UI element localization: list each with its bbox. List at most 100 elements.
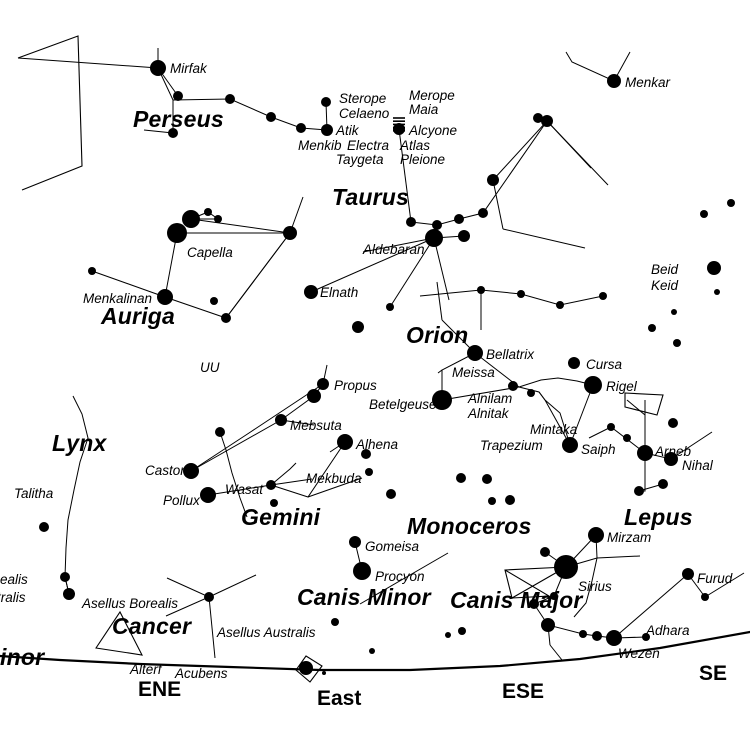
star-label-coronae-borealis-clip: ealis <box>0 572 28 587</box>
field-star <box>296 123 306 133</box>
field-star <box>173 91 183 101</box>
field-star <box>541 115 553 127</box>
star-label-capella: Capella <box>187 245 233 260</box>
star-label-betelgeuse: Betelgeuse <box>369 397 437 412</box>
field-star <box>579 630 587 638</box>
field-star <box>488 497 496 505</box>
star-label-rigel: Rigel <box>606 379 637 394</box>
star-label-gomeisa: Gomeisa <box>365 539 420 554</box>
field-star <box>508 381 518 391</box>
field-star <box>270 499 278 507</box>
field-star <box>701 593 709 601</box>
field-star <box>352 321 364 333</box>
star-label-alcyone: Alcyone <box>409 123 458 138</box>
star-propus <box>317 378 329 390</box>
field-star <box>168 128 178 138</box>
star-aldebaran <box>425 229 443 247</box>
star-label-asellus-borealis: Asellus Borealis <box>82 596 179 611</box>
star-label-talitha: Talitha <box>14 486 54 501</box>
field-star <box>307 389 321 403</box>
field-star <box>540 547 550 557</box>
field-star <box>642 633 650 641</box>
star-label-alhena: Alhena <box>356 437 399 452</box>
field-star <box>386 489 396 499</box>
star-label-alnilam: Alnilam <box>468 391 513 406</box>
field-star <box>714 289 720 295</box>
field-star <box>39 522 49 532</box>
star-label-wasat: Wasat <box>225 482 264 497</box>
star-label-asellus-australis: Asellus Australis <box>217 625 316 640</box>
constellation-label-cancer: Cancer <box>112 613 192 639</box>
star-rigel <box>584 376 602 394</box>
star-label-coronae-australis-clip: tralis <box>0 590 26 605</box>
star-castor <box>183 463 199 479</box>
star-alhena <box>337 434 353 450</box>
star-label-maia: Maia <box>409 102 439 117</box>
field-star <box>482 474 492 484</box>
star-label-electra: Electra <box>347 138 390 153</box>
star-label-alterf: Alterf <box>130 662 162 677</box>
star-mebsuta <box>275 414 287 426</box>
compass-label-ene: ENE <box>138 678 182 701</box>
star-label-nihal: Nihal <box>682 458 713 473</box>
star-cursa <box>568 357 580 369</box>
field-star <box>432 220 442 230</box>
star-atik <box>321 124 333 136</box>
field-star <box>456 473 466 483</box>
constellation-label-auriga: Auriga <box>101 303 176 329</box>
star-label-elnath: Elnath <box>320 285 359 300</box>
field-star <box>673 339 681 347</box>
field-star <box>225 94 235 104</box>
star-mirzam <box>588 527 604 543</box>
field-star <box>458 627 466 635</box>
field-star <box>299 661 313 675</box>
star-label-procyon: Procyon <box>375 569 425 584</box>
star-label-mintaka: Mintaka <box>530 422 578 437</box>
field-star <box>321 97 331 107</box>
field-star <box>607 423 615 431</box>
star-label-menkalinan: Menkalinan <box>83 291 153 306</box>
star-label-mekbuda: Mekbuda <box>306 471 362 486</box>
horizon-line <box>0 630 750 672</box>
field-star <box>533 113 543 123</box>
field-star <box>215 427 225 437</box>
field-star <box>634 486 644 496</box>
deep-sky-pleiades-cluster <box>393 117 405 132</box>
field-star <box>204 592 214 602</box>
star-label-cursa: Cursa <box>586 357 623 372</box>
field-star <box>221 313 231 323</box>
star-gomeisa <box>349 536 361 548</box>
compass-label-ese: ESE <box>502 680 545 703</box>
deep-sky-objects <box>393 117 405 132</box>
star-wezen <box>606 630 622 646</box>
star-beid <box>707 261 721 275</box>
star-elnath <box>304 285 318 299</box>
field-star <box>361 449 371 459</box>
field-star <box>487 174 499 186</box>
constellation-label-canis-major: Canis Major <box>450 587 583 613</box>
star-wasat <box>266 480 276 490</box>
field-star <box>266 112 276 122</box>
star-label-meissa: Meissa <box>452 365 495 380</box>
star-label-sterope: Sterope <box>339 91 387 106</box>
star-label-atlas: Atlas <box>400 138 431 153</box>
star-label-propus: Propus <box>334 378 377 393</box>
field-star <box>322 671 326 675</box>
constellation-label-leo-minor-clipped: inor <box>0 644 45 670</box>
constellation-label-lepus: Lepus <box>624 504 693 530</box>
star-label-bellatrix: Bellatrix <box>486 347 535 362</box>
field-star <box>182 210 200 228</box>
star-procyon <box>353 562 371 580</box>
field-star <box>505 495 515 505</box>
field-star <box>369 648 375 654</box>
field-star <box>517 290 525 298</box>
star-label-keid: Keid <box>651 278 679 293</box>
field-star <box>478 208 488 218</box>
field-star <box>623 434 631 442</box>
star-mirfak <box>150 60 166 76</box>
field-star <box>658 479 668 489</box>
star-label-mirzam: Mirzam <box>607 530 652 545</box>
field-stars <box>39 91 735 675</box>
field-star <box>210 297 218 305</box>
